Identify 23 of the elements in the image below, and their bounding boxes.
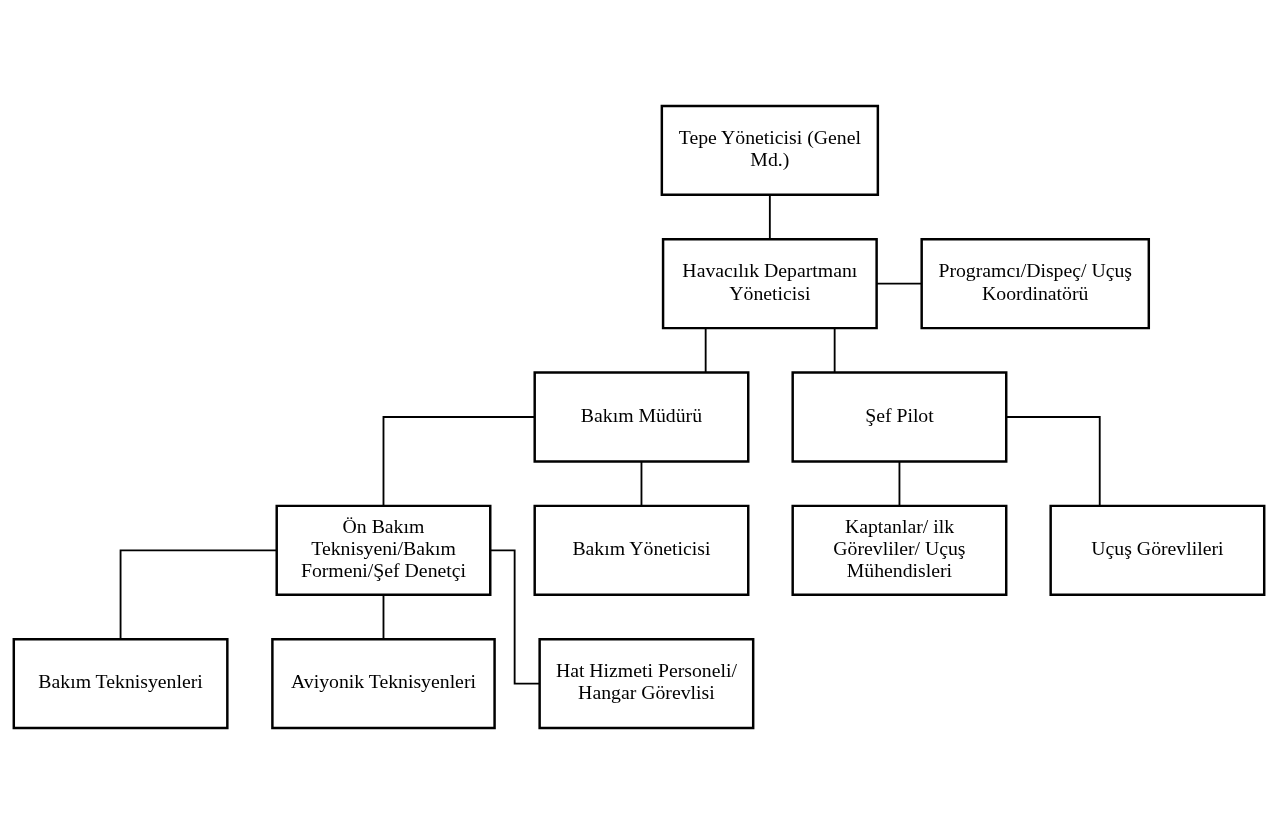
node-box: Hat Hizmeti Personeli/ Hangar Görevlisi <box>538 637 755 729</box>
node-box: Şef Pilot <box>791 370 1008 463</box>
node-box: Kaptanlar/ ilk Görevliler/ Uçuş Mühendisleri <box>791 504 1008 596</box>
connector <box>704 327 707 373</box>
connector <box>875 282 923 285</box>
connector <box>119 548 278 640</box>
node-box: Bakım Teknisyenleri <box>12 637 229 729</box>
connector <box>489 548 541 685</box>
node-box: Bakım Yöneticisi <box>533 504 750 596</box>
connector <box>640 460 643 506</box>
connector <box>382 415 536 506</box>
node-box: Havacılık Departmanı Yöneticisi <box>661 237 878 329</box>
connector <box>382 593 385 640</box>
connector <box>768 193 771 240</box>
node-box: Uçuş Görevlileri <box>1049 504 1266 596</box>
node-box: Ön Bakım Teknisyeni/Bakım Formeni/Şef Denetçi <box>275 504 492 596</box>
node-box: Aviyonik Teknisyenleri <box>271 637 496 729</box>
node-box: Tepe Yöneticisi (Genel Md.) <box>660 104 880 196</box>
node-box: Programcı/Dispeç/ Uçuş Koordinatörü <box>920 237 1151 329</box>
connector <box>898 460 901 506</box>
node-box: Bakım Müdürü <box>533 370 750 463</box>
connector <box>833 327 836 373</box>
connector <box>1005 415 1101 506</box>
